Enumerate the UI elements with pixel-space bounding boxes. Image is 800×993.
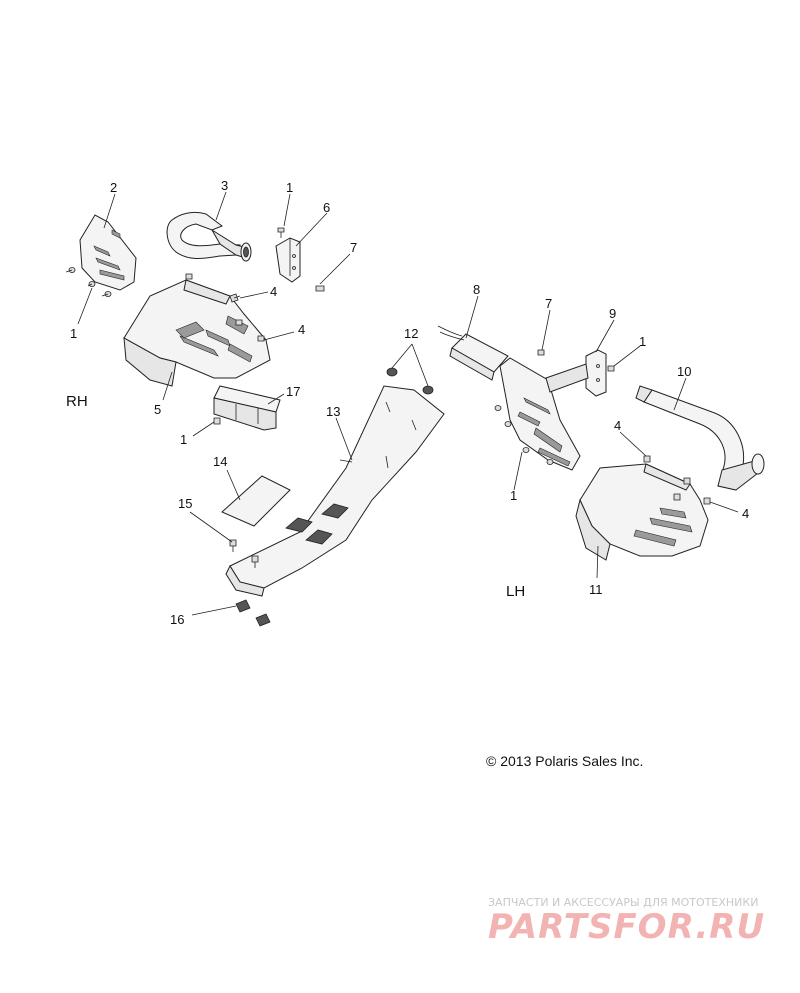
skid-bolts — [229, 539, 259, 568]
lh-bracket-plate — [499, 357, 581, 471]
callout-11: 11 — [589, 582, 603, 597]
lh-footrest-support — [575, 463, 709, 561]
callout-2: 2 — [110, 180, 117, 195]
callout-12: 12 — [404, 326, 418, 341]
watermark-tagline: ЗАПЧАСТИ И АКСЕССУАРЫ ДЛЯ МОТОТЕХНИКИ — [488, 896, 758, 909]
rh-small-bracket — [275, 237, 301, 283]
callout-14: 14 — [213, 454, 227, 469]
watermark-brand: PARTSFOR.RU — [488, 907, 765, 947]
lh-label: LH — [506, 583, 525, 600]
skid-panel — [225, 385, 445, 597]
rh-bracket-plate — [79, 214, 137, 291]
callout-4: 4 — [270, 284, 277, 299]
callout-8: 8 — [473, 282, 480, 297]
callout-1: 1 — [639, 334, 646, 349]
callout-numbers: 2 3 1 6 7 4 4 1 5 17 1 12 13 14 15 16 8 … — [70, 178, 749, 627]
callout-15: 15 — [178, 496, 192, 511]
rh-label: RH — [66, 393, 88, 410]
callout-1: 1 — [180, 432, 187, 447]
rh-angle-bracket — [213, 385, 281, 431]
rh-angle-bolt — [213, 417, 221, 425]
callout-10: 10 — [677, 364, 691, 379]
lh-plate-screws — [494, 405, 554, 465]
rh-plate-screws — [65, 267, 112, 297]
callout-4: 4 — [742, 506, 749, 521]
leader-lines — [77, 191, 739, 616]
rh-handle-tube — [166, 211, 252, 262]
watermark: ЗАПЧАСТИ И АКСЕССУАРЫ ДЛЯ МОТОТЕХНИКИ PA… — [488, 896, 765, 947]
callout-7: 7 — [545, 296, 552, 311]
callout-4: 4 — [614, 418, 621, 433]
lh-handle-tube — [635, 385, 765, 491]
lh-mount-block — [437, 325, 509, 381]
rh-footrest-support — [123, 279, 271, 387]
callout-4: 4 — [298, 322, 305, 337]
callout-1: 1 — [510, 488, 517, 503]
skid-clips — [235, 599, 271, 627]
callout-5: 5 — [154, 402, 161, 417]
rh-support-bolts — [185, 273, 265, 342]
rh-bracket-bolts — [277, 227, 325, 292]
callout-6: 6 — [323, 200, 330, 215]
callout-13: 13 — [326, 404, 340, 419]
callout-7: 7 — [350, 240, 357, 255]
copyright-notice: © 2013 Polaris Sales Inc. — [486, 753, 643, 769]
callout-9: 9 — [609, 306, 616, 321]
callout-16: 16 — [170, 612, 184, 627]
callout-1: 1 — [286, 180, 293, 195]
callout-1: 1 — [70, 326, 77, 341]
decal-sheet — [221, 475, 291, 527]
lh-small-bracket — [545, 349, 607, 397]
lh-support-bolts — [643, 455, 711, 505]
callout-3: 3 — [221, 178, 228, 193]
callout-17: 17 — [286, 384, 300, 399]
